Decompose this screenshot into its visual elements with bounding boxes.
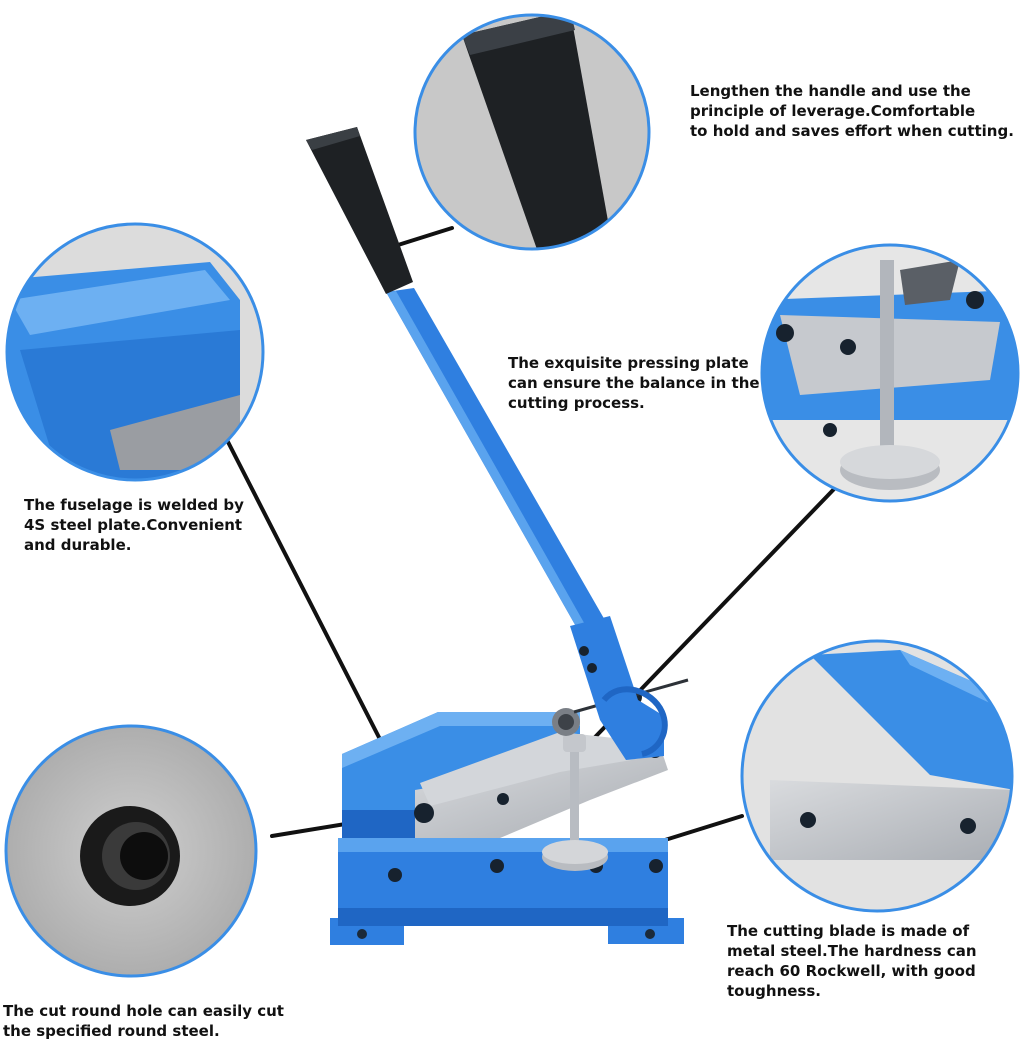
detail-circle-handle xyxy=(413,13,651,251)
detail-circle-round-hole xyxy=(4,724,258,978)
upper-blade xyxy=(420,732,655,806)
caption-pressing-plate: The exquisite pressing plate can ensure … xyxy=(508,354,760,412)
caption-handle: Lengthen the handle and use the principl… xyxy=(690,82,1014,140)
detail-circle-blade xyxy=(740,639,1014,913)
caption-blade: The cutting blade is made of metal steel… xyxy=(727,922,977,1000)
pressing-plate-screw xyxy=(570,746,579,846)
detail-circle-pressing-plate xyxy=(760,243,1020,503)
caption-fuselage: The fuselage is welded by 4S steel plate… xyxy=(24,496,244,554)
lower-blade xyxy=(415,752,668,838)
caption-round-hole: The cut round hole can easily cut the sp… xyxy=(3,1002,284,1040)
shear-machine xyxy=(306,127,689,945)
leader-line-handle xyxy=(396,226,454,247)
detail-circle-fuselage xyxy=(5,222,265,482)
leader-line-fuselage xyxy=(225,438,390,757)
leader-line-blade xyxy=(663,814,744,842)
handle-grip xyxy=(306,127,413,294)
